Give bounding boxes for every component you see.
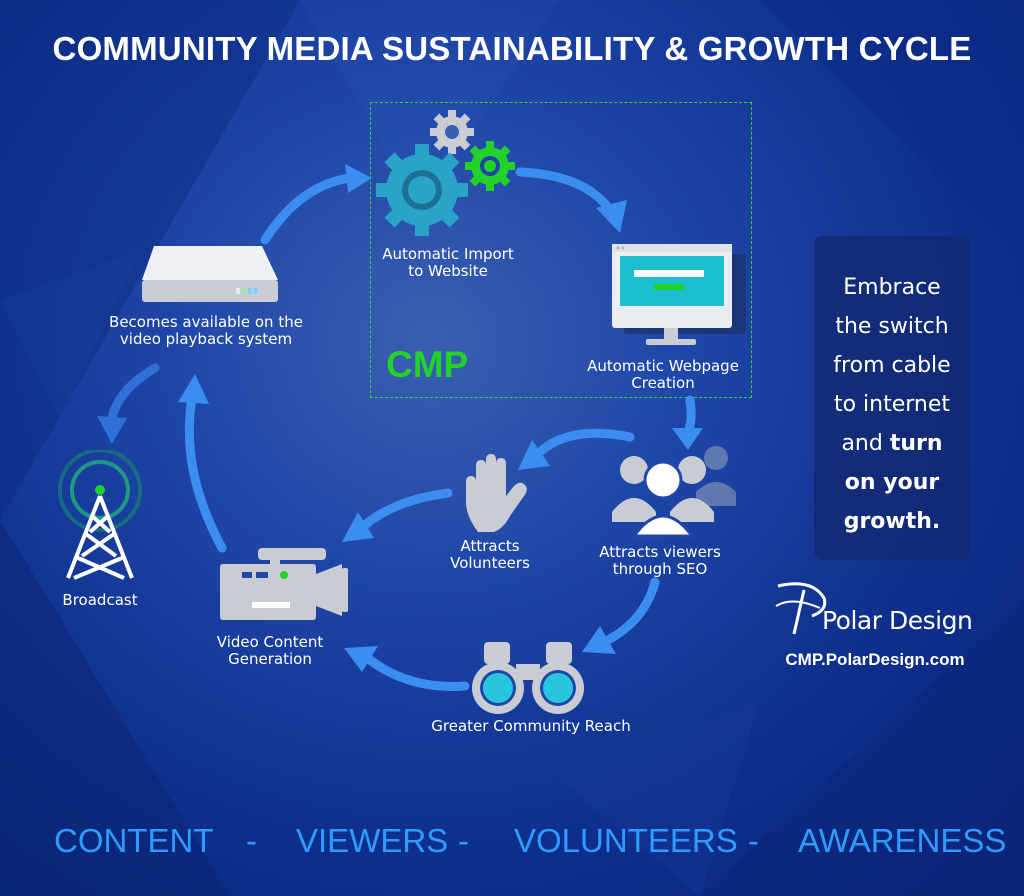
arrow-head-4 (518, 440, 550, 470)
polar-design-logo (775, 582, 827, 635)
label-reach: Greater Community Reach (431, 717, 631, 735)
footer-item-volunteers: VOLUNTEERS (514, 822, 738, 859)
footer-separator: - (748, 822, 759, 859)
footer-separator: - (458, 822, 469, 859)
arrow-video-to-playback (184, 393, 227, 553)
arrow-reach-to-video (365, 655, 470, 691)
playback-device-icon (142, 246, 278, 302)
arrow-head-6 (342, 512, 374, 542)
footer-strip: CONTENT - VIEWERS - VOLUNTEERS - AWARENE… (0, 822, 1024, 862)
hand-icon (466, 454, 527, 532)
arrow-head-1 (345, 164, 372, 193)
arrow-head-3 (672, 428, 703, 450)
arrow-seo-to-volunteers (535, 428, 635, 457)
monitor-icon (612, 244, 746, 345)
video-camera-icon (220, 548, 348, 620)
arrow-volunteers-to-video (360, 488, 453, 530)
gears-icon (376, 110, 515, 236)
footer-separator: - (246, 822, 257, 859)
arrow-head-7 (344, 646, 378, 672)
arrow-import-to-webpage (515, 167, 615, 215)
footer-item-awareness: AWARENESS (798, 822, 1007, 859)
cta-text: Embrace the switch from cable to interne… (833, 275, 951, 534)
arrow-head-9 (97, 416, 127, 444)
arrow-head-5 (582, 626, 616, 654)
cmp-region (370, 102, 752, 398)
page-title: COMMUNITY MEDIA SUSTAINABILITY & GROWTH … (52, 30, 972, 67)
arrow-head-2 (596, 200, 627, 233)
footer-item-viewers: VIEWERS (296, 822, 449, 859)
cta-panel (814, 236, 970, 560)
arrow-playback-to-broadcast (107, 363, 160, 423)
brand-url: CMP.PolarDesign.com (785, 650, 965, 669)
label-broadcast: Broadcast (62, 591, 138, 609)
arrow-head-8 (178, 374, 209, 404)
footer-item-content: CONTENT (54, 822, 214, 859)
brand-name: Polar Design (822, 606, 973, 635)
people-icon (612, 446, 736, 538)
broadcast-tower-icon (58, 450, 142, 580)
binoculars-icon (472, 642, 584, 714)
arrow-webpage-to-seo (683, 395, 696, 437)
cmp-label: CMP (386, 344, 469, 385)
arrow-seo-to-reach (603, 577, 660, 645)
arrow-playback-to-import (260, 173, 355, 245)
